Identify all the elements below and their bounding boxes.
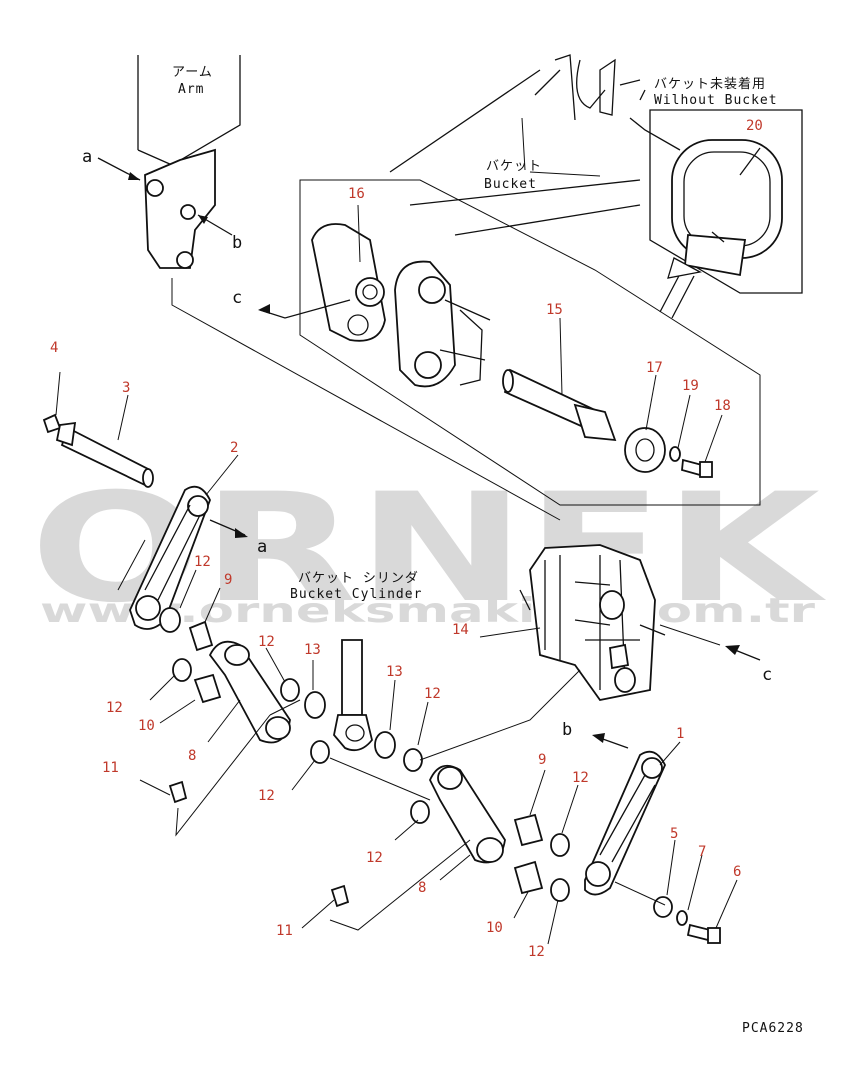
callout-12-a: 12 [194, 554, 211, 570]
callout-13-b: 13 [386, 664, 403, 680]
cylinder-label-en: Bucket Cylinder [290, 587, 422, 602]
callout-12-g: 12 [366, 850, 383, 866]
callout-12-c: 12 [106, 700, 123, 716]
right-link-group: b 1 9 12 12 8 10 12 5 7 6 11 [276, 720, 741, 960]
callout-6: 6 [733, 864, 741, 880]
bucket-cylinder: バケット シリンダ Bucket Cylinder [290, 571, 422, 752]
callout-12-d: 12 [424, 686, 441, 702]
callout-17: 17 [646, 360, 663, 376]
bucket-outline: バケット Bucket バケット未装着用 Wilhout Bucket [389, 54, 778, 236]
cylinder-label-jp: バケット シリンダ [298, 571, 419, 586]
bracket-14: c 14 [452, 544, 772, 701]
arm-label-jp: アーム [172, 65, 213, 80]
callout-2: 2 [230, 440, 238, 456]
callout-19: 19 [682, 378, 699, 394]
letter-c-top: c [232, 288, 242, 308]
letter-b-mid: b [562, 720, 572, 740]
without-bucket-label-en: Wilhout Bucket [654, 93, 778, 108]
arm-label-en: Arm [178, 82, 204, 97]
without-bucket-label-jp: バケット未装着用 [654, 76, 766, 92]
letter-b-top: b [232, 233, 242, 253]
callout-20: 20 [746, 118, 763, 134]
bucket-label-jp: バケット [486, 159, 542, 174]
callout-9-a: 9 [224, 572, 232, 588]
callout-12-f: 12 [572, 770, 589, 786]
letter-c-mid: c [762, 665, 772, 685]
callout-9-b: 9 [538, 752, 546, 768]
arm-assembly: アーム Arm a b [82, 55, 242, 269]
callout-7: 7 [698, 844, 706, 860]
callout-10-b: 10 [486, 920, 503, 936]
callout-8-b: 8 [418, 880, 426, 896]
callout-12-e: 12 [258, 788, 275, 804]
callout-13-a: 13 [304, 642, 321, 658]
callout-18: 18 [714, 398, 731, 414]
upper-pin-assembly: c 16 15 17 19 18 [232, 179, 761, 506]
callout-4: 4 [50, 340, 58, 356]
letter-a-mid: a [257, 537, 267, 557]
callout-16: 16 [348, 186, 365, 202]
callout-15: 15 [546, 302, 563, 318]
callout-3: 3 [122, 380, 130, 396]
callout-11-b: 11 [276, 923, 293, 939]
callout-14: 14 [452, 622, 469, 638]
bucket-label-en: Bucket [484, 177, 537, 192]
callout-12-b: 12 [258, 634, 275, 650]
callout-8-a: 8 [188, 748, 196, 764]
callout-1: 1 [676, 726, 684, 742]
callout-5: 5 [670, 826, 678, 842]
callout-12-h: 12 [528, 944, 545, 960]
callout-10-a: 10 [138, 718, 155, 734]
part-20-detail: 20 [649, 109, 803, 319]
drawing-code: PCA6228 [742, 1021, 804, 1036]
left-link-group: 12 9 12 12 10 8 11 13 13 12 12 [102, 554, 581, 837]
letter-a-top: a [82, 147, 92, 167]
callout-11-a: 11 [102, 760, 119, 776]
left-pin-group: a 4 3 2 [42, 340, 267, 630]
